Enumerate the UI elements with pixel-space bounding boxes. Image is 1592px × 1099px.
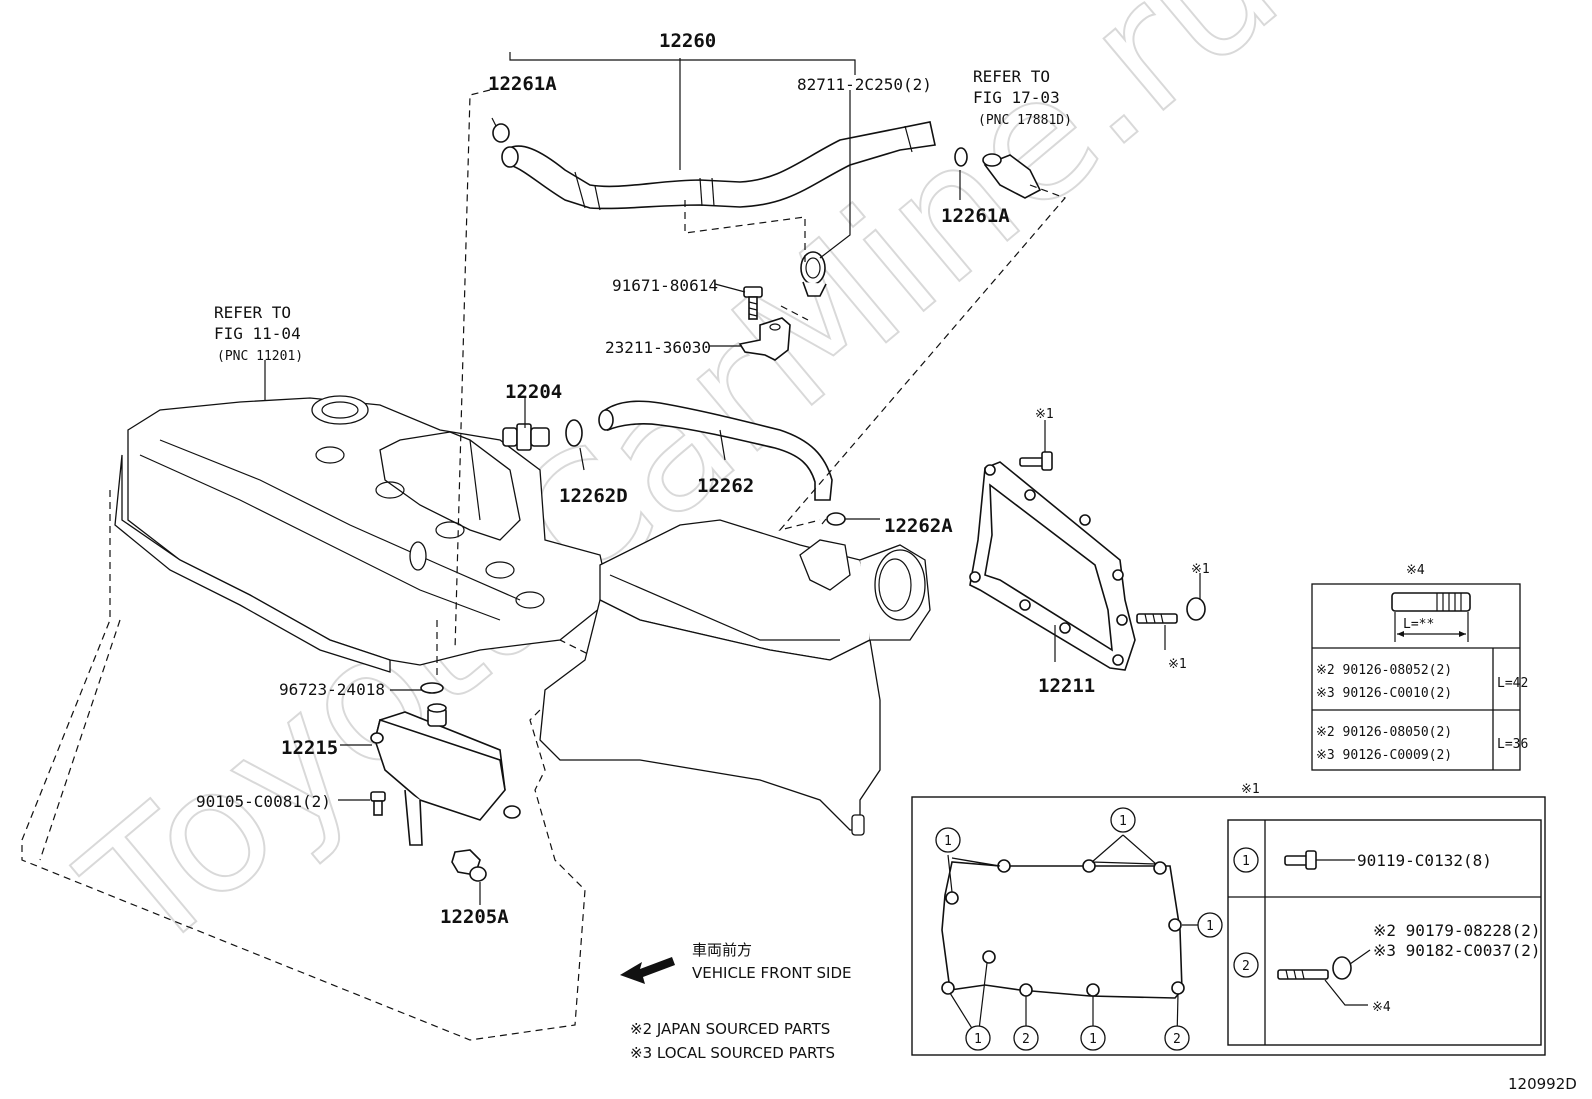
- bolt-detail-stud-b[interactable]: ※3 90182-C0037(2): [1373, 941, 1541, 960]
- part-labels: 12260 12261A 82711-2C250(2) REFER TO FIG…: [196, 30, 1577, 1093]
- mark-1-detail-title: ※1: [1241, 782, 1260, 797]
- detail-bolt-icon: [1284, 850, 1355, 870]
- stud-row1-length: L=42: [1497, 676, 1528, 691]
- hose-12260: [501, 121, 936, 211]
- gasket-stud-nut: [1136, 597, 1206, 624]
- gasket-callout-2: 1: [1119, 814, 1127, 829]
- mark-4-leader: ※4: [1372, 1000, 1391, 1015]
- hose-12262: [598, 400, 833, 501]
- oil-filler-opening: [311, 395, 369, 425]
- dashed-leaders: [436, 89, 1067, 675]
- cylinder-head-cover: [114, 395, 611, 673]
- mark-4-title: ※4: [1406, 563, 1425, 578]
- stud-table: [1311, 583, 1521, 771]
- o-ring-96723: [420, 682, 444, 694]
- label-96723[interactable]: 96723-24018: [279, 680, 385, 699]
- front-side-en: VEHICLE FRONT SIDE: [692, 964, 852, 982]
- clamp-12261a-top: [491, 117, 510, 143]
- gasket-callout-5: 2: [1022, 1032, 1030, 1047]
- stud-length-label: L=**: [1403, 617, 1434, 632]
- leader-lines: [264, 52, 1201, 905]
- detail-box: [911, 796, 1546, 1056]
- intake-assembly: [539, 519, 931, 836]
- label-23211[interactable]: 23211-36030: [605, 338, 711, 357]
- label-12211[interactable]: 12211: [1038, 675, 1095, 697]
- gasket-callout-4: 1: [974, 1032, 982, 1047]
- gasket-callout-6: 1: [1089, 1032, 1097, 1047]
- legend-local: ※3 LOCAL SOURCED PARTS: [630, 1044, 835, 1062]
- figure-id: 120992D: [1508, 1075, 1577, 1093]
- fitting-12205a: [451, 849, 487, 882]
- detail-stud-icon: [1277, 949, 1371, 1006]
- label-12262d[interactable]: 12262D: [559, 485, 628, 507]
- bolt-detail-stud-a[interactable]: ※2 90179-08228(2): [1373, 921, 1541, 940]
- bolt-detail-part[interactable]: 90119-C0132(8): [1357, 851, 1492, 870]
- stud-row2-length: L=36: [1497, 737, 1528, 752]
- label-12205a[interactable]: 12205A: [440, 906, 509, 928]
- front-arrow-icon: [620, 957, 675, 984]
- gasket-callout-3: 1: [1206, 919, 1214, 934]
- mark-1-a: ※1: [1035, 407, 1054, 422]
- stud-row2-line-a[interactable]: ※2 90126-08050(2): [1316, 725, 1452, 740]
- fitting-12204: [502, 423, 550, 451]
- gasket-callout-1: 1: [944, 834, 952, 849]
- label-12261a-top[interactable]: 12261A: [488, 73, 557, 95]
- refer-left-line3[interactable]: (PNC 11201): [217, 349, 303, 364]
- bolt-90105: [370, 791, 386, 816]
- bracket-23211: [738, 317, 791, 361]
- stud-row1-line-b[interactable]: ※3 90126-C0010(2): [1316, 686, 1452, 701]
- label-12262a[interactable]: 12262A: [884, 515, 953, 537]
- label-12260[interactable]: 12260: [659, 30, 716, 52]
- callout-circles: [935, 807, 1259, 1051]
- label-12215[interactable]: 12215: [281, 737, 338, 759]
- pcv-connector: [954, 147, 1042, 199]
- hose-clip-82711: [800, 251, 827, 297]
- refer-left-line2: FIG 11-04: [214, 324, 301, 343]
- label-90105[interactable]: 90105-C0081(2): [196, 792, 331, 811]
- refer-right-line2: FIG 17-03: [973, 88, 1060, 107]
- bolt-detail-circle-2: 2: [1242, 959, 1250, 974]
- stud-row1-line-a[interactable]: ※2 90126-08052(2): [1316, 663, 1452, 678]
- bolt-detail-circle-1: 1: [1242, 854, 1250, 869]
- refer-right-line1: REFER TO: [973, 67, 1050, 86]
- front-side-jp: 車両前方: [692, 941, 752, 959]
- oil-separator-12215: [370, 703, 521, 846]
- detail-gasket: [941, 861, 1183, 999]
- gasket-bolt: [1019, 451, 1053, 471]
- gasket-12211: [969, 461, 1136, 671]
- clamp-12262d: [565, 419, 583, 447]
- label-91671[interactable]: 91671-80614: [612, 276, 718, 295]
- mark-1-c: ※1: [1168, 657, 1187, 672]
- gasket-callout-7: 2: [1173, 1032, 1181, 1047]
- stud-row2-line-b[interactable]: ※3 90126-C0009(2): [1316, 748, 1452, 763]
- label-12204[interactable]: 12204: [505, 381, 562, 403]
- clamp-12262a: [821, 512, 846, 526]
- mark-1-b: ※1: [1191, 562, 1210, 577]
- refer-right-line3[interactable]: (PNC 17881D): [978, 113, 1072, 128]
- label-12261a-right[interactable]: 12261A: [941, 205, 1010, 227]
- legend-japan: ※2 JAPAN SOURCED PARTS: [630, 1020, 830, 1038]
- label-82711[interactable]: 82711-2C250(2): [797, 75, 932, 94]
- refer-left-line1: REFER TO: [214, 303, 291, 322]
- engine-outline: [21, 490, 601, 1041]
- label-12262[interactable]: 12262: [697, 475, 754, 497]
- stud-icon: [1391, 592, 1471, 612]
